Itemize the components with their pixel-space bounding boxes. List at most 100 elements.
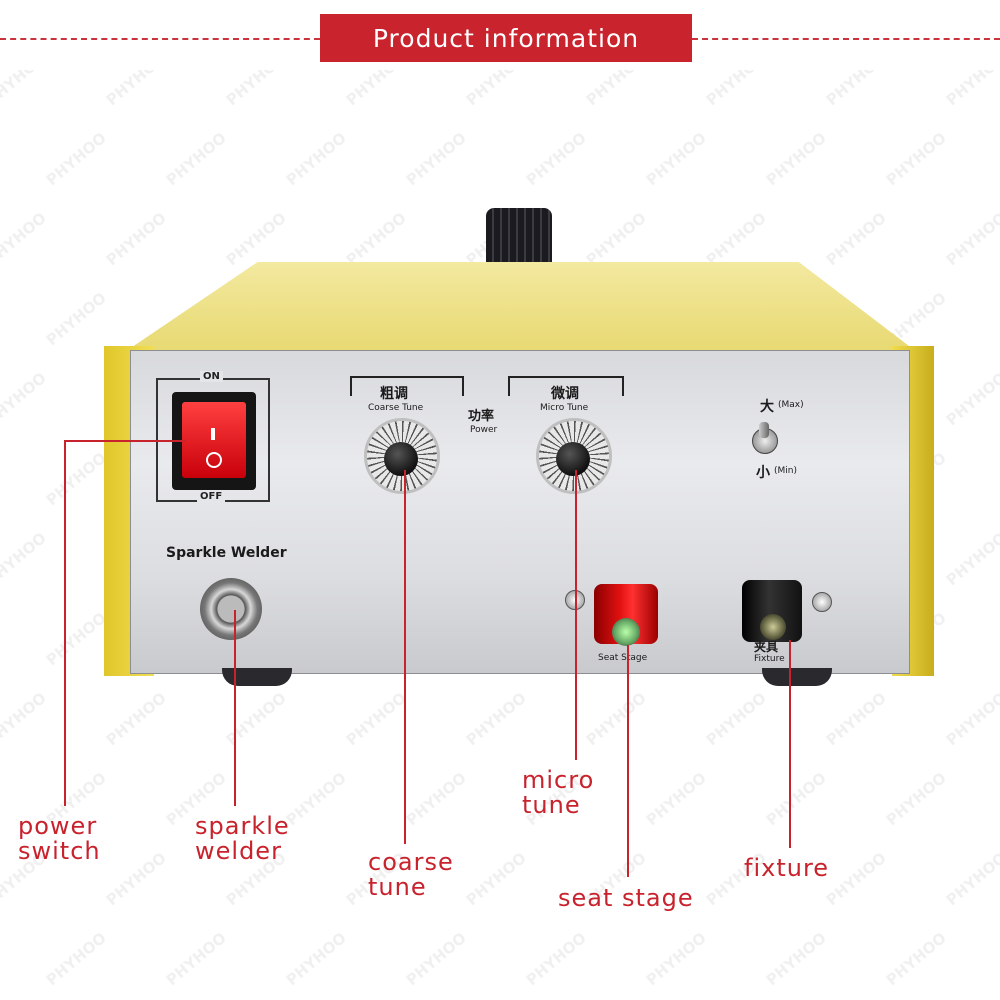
callout-sparkle-welder-line2: welder <box>195 837 282 865</box>
housing-top <box>110 262 930 362</box>
watermark-text: PHYHOO <box>822 208 890 270</box>
watermark-text: PHYHOO <box>642 928 710 990</box>
watermark-text: PHYHOO <box>222 688 290 750</box>
callout-fixture: fixture <box>744 854 830 882</box>
foot-left <box>222 668 292 686</box>
watermark-text: PHYHOO <box>762 128 830 190</box>
watermark-text: PHYHOO <box>942 528 1000 590</box>
watermark-text: PHYHOO <box>462 848 530 910</box>
sparkle-welder-connector[interactable] <box>200 578 262 640</box>
watermark-text: PHYHOO <box>702 208 770 270</box>
power-switch-leader-h <box>64 440 186 442</box>
fixture-terminal-core[interactable] <box>760 614 786 640</box>
callout-seat-stage: seat stage <box>558 884 694 912</box>
panel-screw-right <box>812 592 832 612</box>
watermark-text: PHYHOO <box>42 448 110 510</box>
sparkle-welder-label: Sparkle Welder <box>166 545 287 561</box>
watermark-text: PHYHOO <box>42 128 110 190</box>
watermark-text: PHYHOO <box>222 70 290 110</box>
level-toggle[interactable] <box>759 422 769 438</box>
min-en-label: (Min) <box>774 466 797 476</box>
switch-on-label: ON <box>200 371 223 382</box>
coarse-tune-leader <box>404 470 406 844</box>
watermark-text: PHYHOO <box>762 928 830 990</box>
off-mark-icon <box>206 452 222 468</box>
watermark-text: PHYHOO <box>882 128 950 190</box>
callout-power-switch: power switch <box>18 814 101 864</box>
watermark-text: PHYHOO <box>582 70 650 110</box>
watermark-text: PHYHOO <box>402 128 470 190</box>
callout-coarse-tune-line1: coarse <box>368 848 454 876</box>
watermark-text: PHYHOO <box>762 768 830 830</box>
watermark-text: PHYHOO <box>882 768 950 830</box>
watermark-text: PHYHOO <box>0 208 50 270</box>
foot-right <box>762 668 832 686</box>
micro-en-label: Micro Tune <box>540 403 589 413</box>
watermark-text: PHYHOO <box>882 928 950 990</box>
watermark-text: PHYHOO <box>822 848 890 910</box>
watermark-text: PHYHOO <box>642 128 710 190</box>
callout-coarse-tune: coarse tune <box>368 850 454 900</box>
watermark-text: PHYHOO <box>522 128 590 190</box>
micro-cn-label: 微调 <box>551 386 579 402</box>
callout-power-switch-line2: switch <box>18 837 101 865</box>
watermark-text: PHYHOO <box>342 208 410 270</box>
power-switch-leader-v <box>64 440 66 806</box>
watermark-text: PHYHOO <box>462 688 530 750</box>
watermark-text: PHYHOO <box>42 608 110 670</box>
watermark-text: PHYHOO <box>0 70 50 110</box>
power-cn-label: 功率 <box>468 409 495 424</box>
watermark-text: PHYHOO <box>942 368 1000 430</box>
watermark-text: PHYHOO <box>102 848 170 910</box>
watermark-text: PHYHOO <box>162 928 230 990</box>
watermark-text: PHYHOO <box>222 208 290 270</box>
micro-bracket <box>508 376 624 396</box>
watermark-text: PHYHOO <box>102 688 170 750</box>
max-cn-label: 大 <box>760 399 774 415</box>
callout-micro-tune-line1: micro <box>522 766 595 794</box>
watermark-text: PHYHOO <box>942 208 1000 270</box>
coarse-cn-label: 粗调 <box>380 386 408 402</box>
watermark-text: PHYHOO <box>822 70 890 110</box>
coarse-bracket <box>350 376 464 396</box>
watermark-text: PHYHOO <box>402 768 470 830</box>
watermark-text: PHYHOO <box>42 928 110 990</box>
watermark-text: PHYHOO <box>162 128 230 190</box>
watermark-text: PHYHOO <box>462 70 530 110</box>
callout-sparkle-welder: sparkle welder <box>195 814 290 864</box>
watermark-text: PHYHOO <box>942 688 1000 750</box>
header-divider-right <box>692 38 1000 40</box>
seat-stage-terminal-core[interactable] <box>612 618 640 646</box>
product-info-banner: Product information <box>320 14 692 62</box>
watermark-text: PHYHOO <box>942 70 1000 110</box>
watermark-text: PHYHOO <box>642 768 710 830</box>
watermark-text: PHYHOO <box>102 208 170 270</box>
watermark-text: PHYHOO <box>702 688 770 750</box>
watermark-text: PHYHOO <box>342 70 410 110</box>
max-en-label: (Max) <box>778 400 804 410</box>
coarse-knob-cap[interactable] <box>384 442 418 476</box>
fixture-leader <box>789 640 791 848</box>
watermark-text: PHYHOO <box>942 848 1000 910</box>
watermark-text: PHYHOO <box>282 128 350 190</box>
watermark-text: PHYHOO <box>0 368 50 430</box>
watermark-text: PHYHOO <box>702 70 770 110</box>
callout-coarse-tune-line2: tune <box>368 873 427 901</box>
min-cn-label: 小 <box>756 465 770 481</box>
seat-stage-label: Seat Stage <box>598 653 648 663</box>
micro-knob-cap[interactable] <box>556 442 590 476</box>
sparkle-welder-leader <box>234 610 236 806</box>
power-en-label: Power <box>470 425 498 435</box>
callout-micro-tune: micro tune <box>522 768 594 818</box>
watermark-text: PHYHOO <box>822 688 890 750</box>
callout-sparkle-welder-line1: sparkle <box>195 812 290 840</box>
coarse-en-label: Coarse Tune <box>368 403 424 413</box>
on-mark-icon <box>211 428 215 440</box>
switch-off-label: OFF <box>197 491 226 502</box>
watermark-text: PHYHOO <box>582 208 650 270</box>
watermark-text: PHYHOO <box>282 768 350 830</box>
watermark-text: PHYHOO <box>342 688 410 750</box>
watermark-text: PHYHOO <box>102 70 170 110</box>
seat-stage-leader <box>627 645 629 877</box>
watermark-text: PHYHOO <box>402 928 470 990</box>
